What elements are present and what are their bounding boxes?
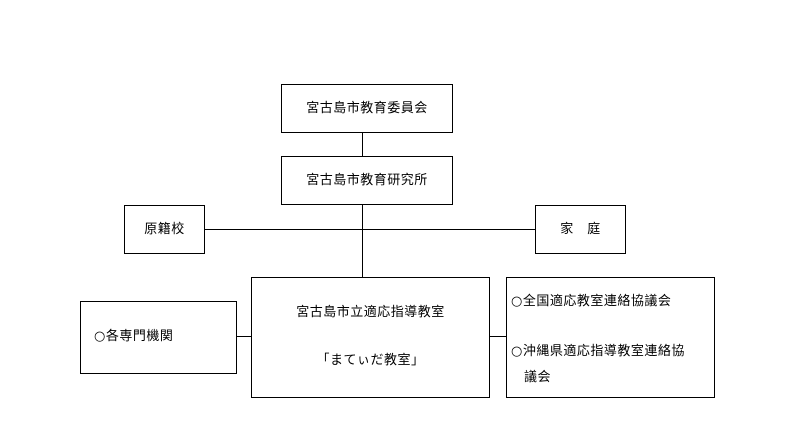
national-council-label: ○全国適応教室連絡協議会	[511, 294, 672, 309]
connector-school-home	[205, 229, 535, 230]
specialist-agencies-label: ○各専門機関	[94, 329, 174, 344]
specialist-agencies-box: ○各専門機関	[80, 301, 237, 374]
family-home-label: 家 庭	[560, 221, 601, 237]
connector-board-institute	[362, 133, 363, 156]
okinawa-council-label-cont: 議会	[524, 370, 552, 385]
connector-institute-room	[362, 205, 363, 277]
board-of-education-box: 宮古島市教育委員会	[281, 84, 453, 133]
connector-room-councils	[490, 336, 506, 337]
adaptive-guidance-room-box: 宮古島市立適応指導教室 「まてぃだ教室」	[251, 277, 490, 398]
connector-specialists-room	[237, 336, 251, 337]
board-of-education-label: 宮古島市教育委員会	[306, 100, 428, 116]
family-home-box: 家 庭	[535, 205, 626, 254]
adaptive-guidance-room-label: 宮古島市立適応指導教室	[296, 305, 445, 320]
liaison-councils-box: ○全国適応教室連絡協議会 ○沖縄県適応指導教室連絡協 議会	[506, 277, 715, 398]
home-school-label: 原籍校	[144, 221, 185, 237]
adaptive-guidance-room-nickname: 「まてぃだ教室」	[316, 353, 425, 368]
okinawa-council-label: ○沖縄県適応指導教室連絡協	[511, 344, 685, 359]
education-institute-label: 宮古島市教育研究所	[306, 172, 428, 188]
education-institute-box: 宮古島市教育研究所	[281, 156, 453, 205]
home-school-box: 原籍校	[124, 205, 205, 254]
